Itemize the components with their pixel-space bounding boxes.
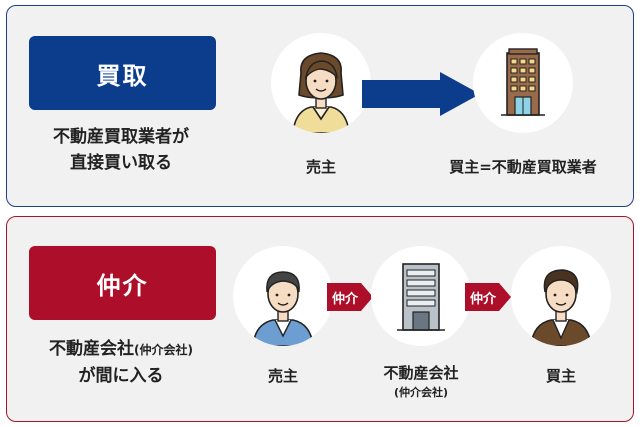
buyout-buyer-label: 買主=不動産買取業者 [449, 158, 597, 176]
brokerage-desc-main: 不動産会社 [49, 339, 134, 359]
brokerage-buyer-label: 買主 [545, 367, 576, 385]
buyout-desc-line2: 直接買い取る [70, 153, 172, 173]
brokerage-agent-label: 不動産会社 [383, 364, 459, 382]
right-arrow-icon [362, 72, 480, 116]
brokerage-desc-small: (仲介会社) [134, 343, 193, 357]
brokerage-arrow1-label: 仲介 [331, 292, 358, 307]
brokerage-arrow2-label: 仲介 [469, 292, 496, 307]
woman-seller-icon [271, 33, 371, 133]
brokerage-badge: 仲介 [29, 246, 216, 320]
brokerage-desc-line2: が間に入る [78, 366, 164, 386]
right-arrow-icon [327, 283, 373, 311]
office-building-icon [473, 33, 573, 133]
brokerage-agent-sublabel: (仲介会社) [393, 386, 449, 399]
buyout-description: 不動産買取業者が 直接買い取る [10, 124, 232, 176]
brokerage-seller-label: 売主 [267, 367, 298, 385]
brokerage-description: 不動産会社(仲介会社) が間に入る [10, 336, 232, 389]
buyout-desc-line1: 不動産買取業者が [53, 127, 189, 147]
right-arrow-icon [465, 283, 511, 311]
brokerage-desc-line1: 不動産会社(仲介会社) [10, 336, 232, 363]
buyout-badge: 買取 [29, 36, 216, 110]
man-buyer-icon [511, 246, 611, 346]
buyout-seller-label: 売主 [305, 158, 336, 176]
agency-building-icon [371, 246, 471, 346]
man-seller-icon [233, 246, 333, 346]
